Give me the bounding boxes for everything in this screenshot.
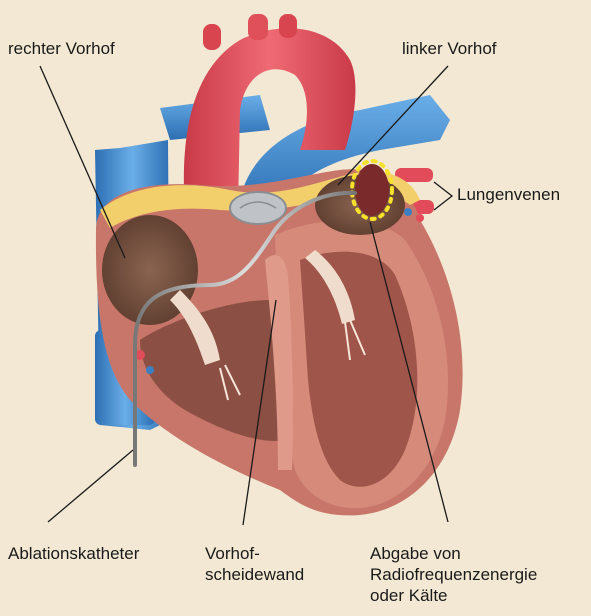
label-septum-line: Vorhof- xyxy=(205,543,304,564)
leader-catheter xyxy=(48,450,133,522)
aortic-branch xyxy=(279,14,297,38)
label-septum-line: scheidewand xyxy=(205,564,304,585)
label-left-atrium: linker Vorhof xyxy=(402,38,497,59)
coronary-vessel xyxy=(404,208,412,216)
leader-pulmonary-veins xyxy=(434,182,452,210)
label-energy-line: Radiofrequenzenergie xyxy=(370,564,537,585)
aortic-branch xyxy=(248,14,268,40)
coronary-vessel xyxy=(416,214,424,222)
aortic-valve xyxy=(230,192,286,224)
label-pulmonary-veins: Lungenvenen xyxy=(457,184,560,205)
label-right-atrium: rechter Vorhof xyxy=(8,38,115,59)
label-energy-line: oder Kälte xyxy=(370,585,537,606)
coronary-vessel xyxy=(146,366,154,374)
ablation-ring xyxy=(352,161,392,219)
label-ablation-catheter: Ablationskatheter xyxy=(8,543,139,564)
label-energy-line: Abgabe von xyxy=(370,543,537,564)
label-energy: Abgabe von Radiofrequenzenergie oder Käl… xyxy=(370,543,537,606)
aortic-branch xyxy=(203,24,221,50)
label-septum: Vorhof- scheidewand xyxy=(205,543,304,585)
